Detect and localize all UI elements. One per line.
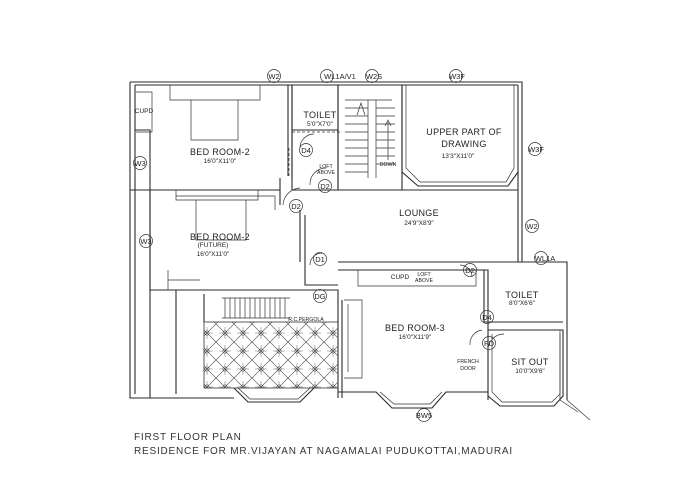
label-stair-down: DOWN bbox=[380, 162, 397, 168]
tag-d2-bed3: D2 bbox=[465, 266, 475, 275]
tag-d1: D1 bbox=[315, 255, 325, 264]
tag-w2-right: W2 bbox=[526, 222, 537, 231]
label-cupd-bed3: CUPD bbox=[391, 274, 410, 281]
label-french-door-1: FRENCH bbox=[457, 359, 479, 365]
label-loft-above-2b: ABOVE bbox=[415, 278, 433, 284]
pergola-block bbox=[200, 289, 339, 403]
label-loft-above-1b: ABOVE bbox=[317, 170, 335, 176]
room-upper-drawing-dims: 13'3"X11'0" bbox=[442, 153, 475, 160]
upper-part-of-drawing bbox=[401, 85, 519, 187]
room-upper-drawing-line1: UPPER PART OF bbox=[426, 127, 502, 137]
tag-fd: FD bbox=[484, 339, 495, 348]
tag-w2-top: W2 bbox=[268, 72, 279, 81]
room-toilet-1-dims: 5'0"X7'0" bbox=[307, 121, 334, 128]
tag-w2s: W2S bbox=[366, 72, 382, 81]
room-lounge-dims: 24'9"X8'9" bbox=[404, 220, 434, 227]
tag-w3f-right: W3F bbox=[528, 145, 544, 154]
room-bed-2-future-dims: 16'0"X11'0" bbox=[197, 251, 230, 258]
label-loft-above-2: LOFT bbox=[417, 272, 431, 278]
label-loft-above-1: LOFT bbox=[319, 164, 333, 170]
tag-bw5: BW5 bbox=[416, 411, 432, 420]
room-bed-2-dims: 16'0"X11'0" bbox=[204, 158, 237, 165]
bedroom-2-upper bbox=[135, 85, 293, 201]
room-toilet-2-name: TOILET bbox=[505, 290, 538, 300]
drawing-subtitle: RESIDENCE FOR MR.VIJAYAN AT NAGAMALAI PU… bbox=[134, 446, 513, 457]
bedroom-3 bbox=[338, 269, 489, 409]
room-bed-2-future-note: (FUTURE) bbox=[198, 242, 229, 249]
tag-d4-top: D4 bbox=[301, 146, 311, 155]
room-toilet-2-dims: 8'0"X6'6" bbox=[509, 300, 536, 307]
room-upper-drawing-line2: DRAWING bbox=[441, 139, 486, 149]
staircase bbox=[337, 85, 403, 191]
room-sit-out-dims: 10'0"X9'6" bbox=[515, 368, 545, 375]
room-bed-2-name: BED ROOM-2 bbox=[190, 147, 250, 157]
room-sit-out-name: SIT OUT bbox=[511, 357, 549, 367]
toilet-and-sitout bbox=[483, 261, 591, 421]
label-cupd-left: CUPD bbox=[135, 108, 154, 115]
tag-d4-right: D4 bbox=[482, 313, 492, 322]
room-bed-2-future-name: BED ROOM-2 bbox=[190, 232, 250, 242]
tag-wl1a-right: WL1A bbox=[535, 254, 555, 263]
tag-w3f-top: W3F bbox=[449, 72, 465, 81]
room-toilet-1-name: TOILET bbox=[303, 110, 336, 120]
room-bed-3-dims: 16'0"X11'9" bbox=[399, 334, 432, 341]
tag-d2-mid: D2 bbox=[291, 202, 301, 211]
room-bed-3-name: BED ROOM-3 bbox=[385, 323, 445, 333]
tag-wl1a-v1: WL1A/V1 bbox=[324, 72, 356, 81]
tag-markers bbox=[133, 69, 548, 422]
tag-w3-left-upper: W3 bbox=[134, 159, 145, 168]
room-lounge-name: LOUNGE bbox=[399, 208, 439, 218]
tag-w3-left-lower: W3 bbox=[140, 237, 151, 246]
drawing-title: FIRST FLOOR PLAN bbox=[134, 432, 242, 443]
tag-dg: DG bbox=[314, 292, 325, 301]
label-rc-pergola: R.C.PERGOLA bbox=[288, 317, 324, 323]
tag-d2-top: D2 bbox=[320, 182, 330, 191]
label-french-door-2: DOOR bbox=[460, 366, 476, 372]
